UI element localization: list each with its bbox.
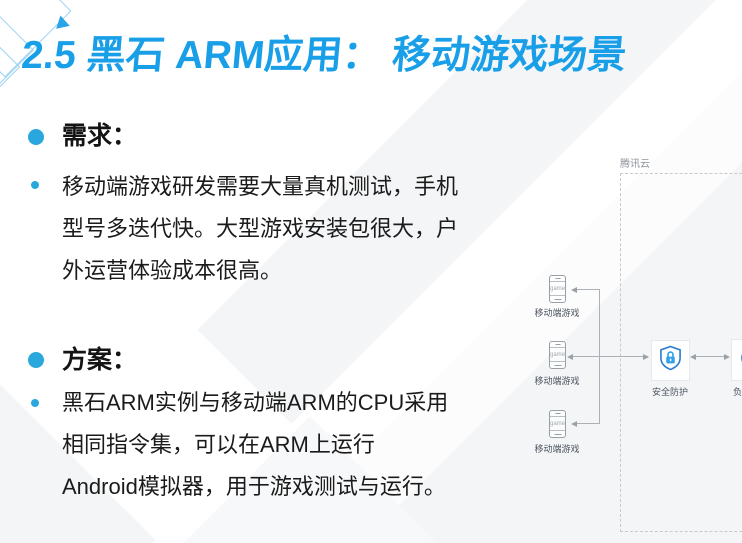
body-line: 型号多迭代快。大型游戏安装包很大，户 (62, 216, 459, 241)
phone-screen: game (550, 347, 565, 362)
section-body-requirements: 移动端游戏研发需要大量真机测试，手机 型号多迭代快。大型游戏安装包很大，户 外运… (62, 166, 512, 292)
phone-label: 移动端游戏 (534, 444, 580, 454)
mobile-phone-icon: game (549, 341, 566, 369)
security-protection-node (651, 340, 690, 381)
body-line: 移动端游戏研发需要大量真机测试，手机 (62, 174, 459, 199)
phone-home-button (554, 364, 561, 366)
section-body-solution: 黑石ARM实例与移动端ARM的CPU采用 相同指令集，可以在ARM上运行 And… (62, 382, 512, 508)
mobile-phone-icon: game (549, 410, 566, 438)
phone-screen-text: game (550, 421, 566, 427)
shield-lock-icon (659, 345, 682, 376)
tencent-cloud-boundary (620, 173, 742, 532)
connector-line (577, 289, 600, 290)
phone-screen-text: game (550, 352, 566, 358)
phone-home-button (554, 298, 561, 300)
phone-label: 移动端游戏 (534, 376, 580, 386)
phone-screen: game (550, 416, 565, 431)
mobile-phone-icon: game (549, 275, 566, 303)
security-protection-label: 安全防护 (651, 387, 688, 397)
sub-bullet-dot (31, 399, 39, 407)
bullet-dot (28, 129, 44, 145)
connector-line (577, 423, 600, 424)
load-balancer-node (731, 339, 742, 381)
tencent-cloud-label: 腾讯云 (620, 159, 650, 170)
body-line: 相同指令集，可以在ARM上运行 (62, 432, 375, 457)
body-line: 外运营体验成本很高。 (62, 258, 283, 283)
phone-speaker (555, 277, 560, 279)
arrowhead-left (690, 353, 696, 360)
bullet-dot (28, 352, 44, 368)
phone-screen-text: game (550, 286, 566, 292)
phone-speaker (555, 343, 560, 345)
connector-line (573, 356, 648, 357)
connector-line (694, 356, 726, 357)
arrowhead-left (571, 286, 577, 293)
arrowhead-right (643, 353, 649, 360)
phone-home-button (554, 433, 561, 435)
load-balancer-label: 负载均衡 (733, 387, 742, 397)
arrowhead-left (571, 420, 577, 427)
section-heading-requirements: 需求： (62, 122, 138, 150)
sub-bullet-dot (31, 181, 39, 189)
phone-label: 移动端游戏 (534, 308, 580, 318)
arrowhead-left (567, 353, 573, 360)
section-heading-solution: 方案： (62, 346, 138, 374)
body-line: Android模拟器，用于游戏测试与运行。 (62, 474, 446, 499)
body-line: 黑石ARM实例与移动端ARM的CPU采用 (62, 390, 449, 415)
phone-screen: game (550, 281, 565, 296)
phone-speaker (555, 412, 560, 414)
arrowhead-right (724, 353, 730, 360)
